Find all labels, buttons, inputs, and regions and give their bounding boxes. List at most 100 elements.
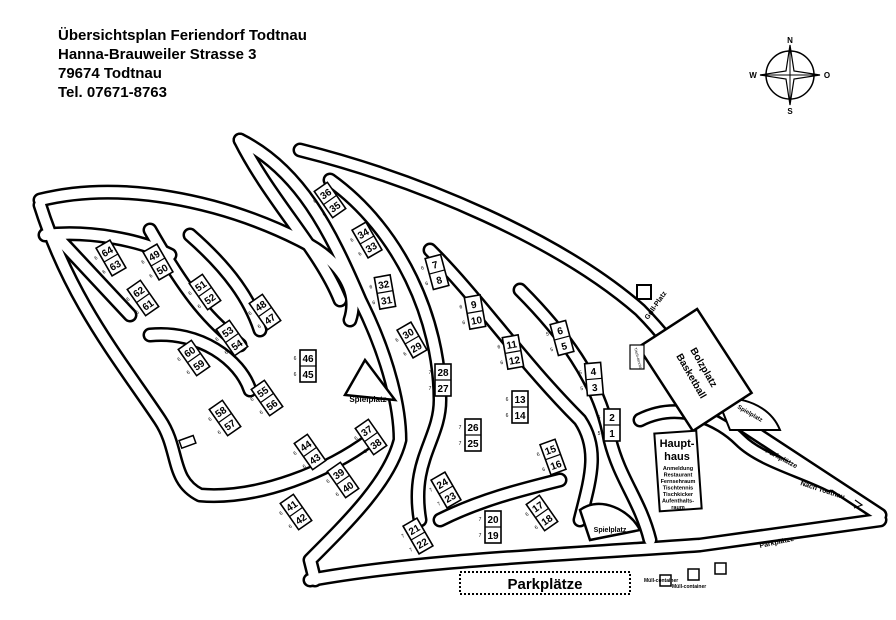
playground-label-2: Spielplatz — [594, 527, 627, 534]
waste-container-label-1: Müll-container — [644, 578, 678, 584]
house-capacity: 6 — [536, 451, 541, 458]
main-building-facility: Anmeldung — [663, 466, 693, 472]
house-capacity: 7 — [459, 441, 462, 447]
house-number: 22 — [415, 536, 431, 551]
house-number: 6 — [556, 326, 565, 338]
house-capacity: 6 — [459, 304, 463, 310]
house-capacity: 5 — [579, 370, 583, 376]
house-number: 3 — [592, 383, 599, 394]
house-capacity: 6 — [425, 281, 429, 288]
house-number: 28 — [437, 368, 449, 379]
house-number: 45 — [302, 370, 314, 381]
house-number: 21 — [407, 523, 423, 538]
house-capacity: 6 — [217, 429, 223, 436]
house-28-27[interactable]: 28 27 7 7 — [429, 363, 452, 397]
house-capacity: 6 — [125, 296, 131, 303]
house-number: 11 — [506, 339, 519, 352]
house-capacity: 6 — [176, 356, 182, 363]
arrow-icon — [853, 499, 864, 509]
house-number: 5 — [560, 341, 569, 353]
house-capacity: 7 — [429, 386, 432, 392]
main-building-label-1: Haupt- — [660, 438, 695, 450]
house-number: 1 — [609, 429, 615, 440]
house-number: 27 — [437, 384, 449, 395]
main-building-facility: raum — [671, 505, 685, 511]
house-number: 16 — [549, 459, 564, 473]
house-number: 14 — [514, 411, 526, 422]
house-capacity: 6 — [207, 416, 213, 423]
house-number: 64 — [100, 245, 116, 260]
main-building-facility: Fernsehraum — [661, 479, 696, 485]
house-capacity: 7 — [429, 487, 435, 494]
house-capacity: 6 — [350, 237, 356, 244]
house-capacity: 7 — [401, 533, 407, 540]
address-street: Hanna-Brauweiler Strasse 3 — [58, 46, 257, 63]
house-number: 7 — [431, 260, 440, 272]
house-capacity: 6 — [149, 273, 155, 280]
phone-number: Tel. 07671-8763 — [58, 84, 167, 101]
house-number: 63 — [108, 258, 124, 273]
house-number: 2 — [609, 413, 615, 424]
house-capacity: 5 — [598, 415, 601, 421]
main-building-facility: Tischtennis — [663, 486, 693, 492]
house-number: 49 — [147, 249, 163, 264]
house-capacity: 6 — [94, 255, 100, 262]
house-capacity: 6 — [186, 369, 192, 376]
house-capacity: 6 — [288, 523, 294, 530]
house-capacity: 7 — [459, 425, 462, 431]
parking-area-main — [459, 571, 631, 595]
house-capacity: 6 — [214, 336, 220, 343]
playground-area-2 — [578, 502, 642, 542]
house-capacity: 5 — [580, 386, 584, 392]
house-capacity: 5 — [546, 331, 550, 338]
house-capacity: 6 — [325, 478, 331, 485]
house-capacity: 7 — [429, 370, 432, 376]
map-header: Übersichtsplan Feriendorf Todtnau Hanna-… — [58, 26, 307, 102]
house-capacity: 6 — [506, 397, 509, 403]
house-capacity: 6 — [353, 435, 359, 442]
house-number: 15 — [544, 444, 559, 458]
parking-label-main: Parkplätze — [507, 576, 582, 593]
house-number: 50 — [155, 262, 171, 277]
house-capacity: 6 — [102, 269, 108, 276]
house-number: 30 — [401, 327, 417, 342]
house-capacity: 6 — [335, 491, 341, 498]
waste-containers — [659, 562, 727, 587]
house-number: 29 — [409, 340, 425, 355]
main-building-facility: Restaurant — [664, 473, 693, 479]
house-capacity: 6 — [403, 351, 409, 358]
